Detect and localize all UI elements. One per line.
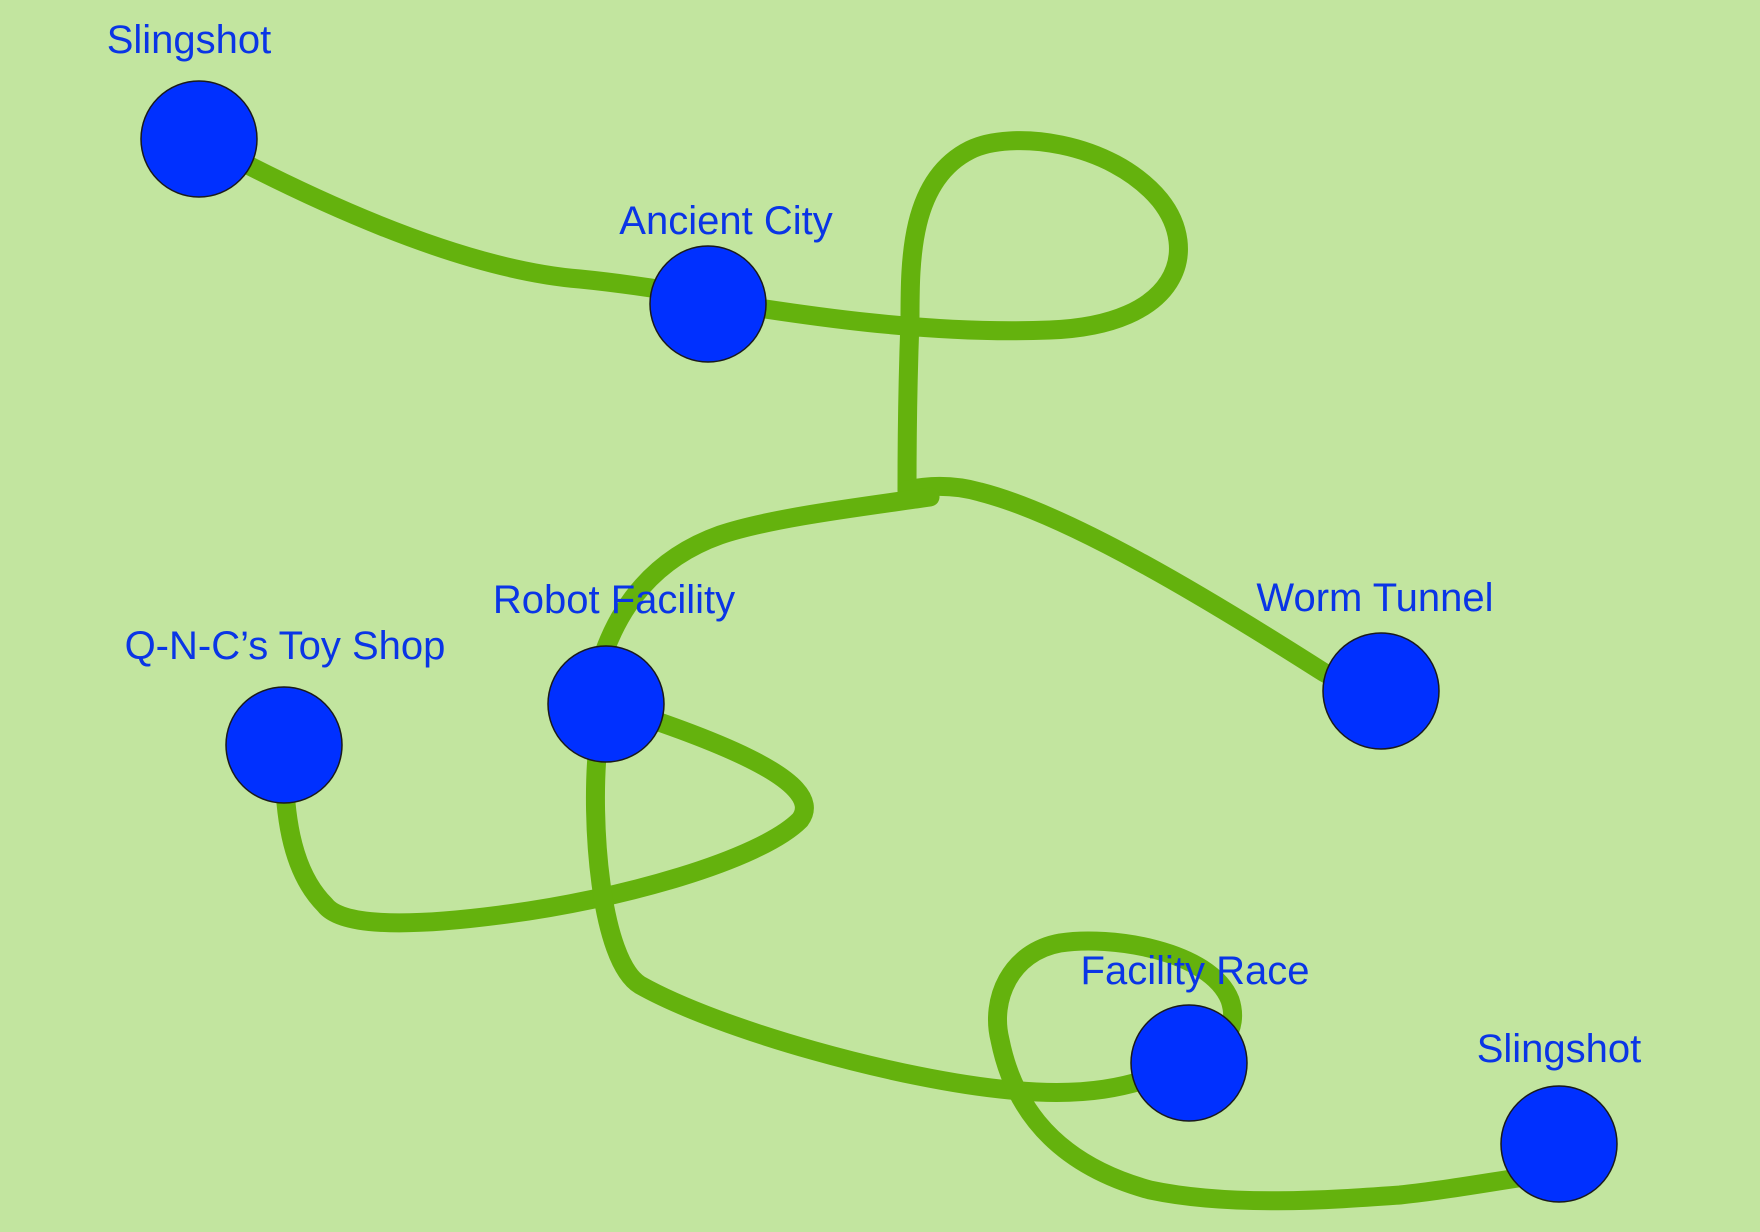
node-label: Q-N-C’s Toy Shop <box>125 624 446 668</box>
level-node-icon[interactable] <box>649 245 767 363</box>
map-paths <box>188 129 1569 1211</box>
path-robot-facility-to-facility-race <box>585 735 1199 1103</box>
node-qnc-toy-shop[interactable]: Q-N-C’s Toy Shop <box>125 624 446 804</box>
node-robot-facility[interactable]: Robot Facility <box>493 578 735 763</box>
node-slingshot-top[interactable]: Slingshot <box>107 18 272 198</box>
level-node-icon[interactable] <box>225 686 343 804</box>
level-node-icon[interactable] <box>1130 1004 1248 1122</box>
path-facility-race-loop-to-slingshot <box>988 931 1569 1211</box>
path-robot-facility-to-toy-shop <box>274 694 814 933</box>
node-label: Facility Race <box>1081 949 1310 993</box>
path-ancient-city-loop <box>698 131 1188 500</box>
node-label: Slingshot <box>107 18 272 62</box>
map-nodes: Slingshot Ancient City Robot Facility Q-… <box>107 18 1642 1203</box>
level-node-icon[interactable] <box>1322 632 1440 750</box>
node-worm-tunnel[interactable]: Worm Tunnel <box>1256 576 1494 750</box>
node-label: Worm Tunnel <box>1256 576 1493 620</box>
level-node-icon[interactable] <box>1500 1085 1618 1203</box>
node-label: Slingshot <box>1477 1027 1642 1071</box>
level-node-icon[interactable] <box>140 80 258 198</box>
node-label: Ancient City <box>619 199 832 243</box>
node-facility-race[interactable]: Facility Race <box>1081 949 1310 1122</box>
path-junction-to-robot-facility <box>595 487 940 660</box>
node-slingshot-bottom[interactable]: Slingshot <box>1477 1027 1642 1203</box>
node-ancient-city[interactable]: Ancient City <box>619 199 833 363</box>
level-node-icon[interactable] <box>547 645 665 763</box>
node-label: Robot Facility <box>493 578 735 622</box>
